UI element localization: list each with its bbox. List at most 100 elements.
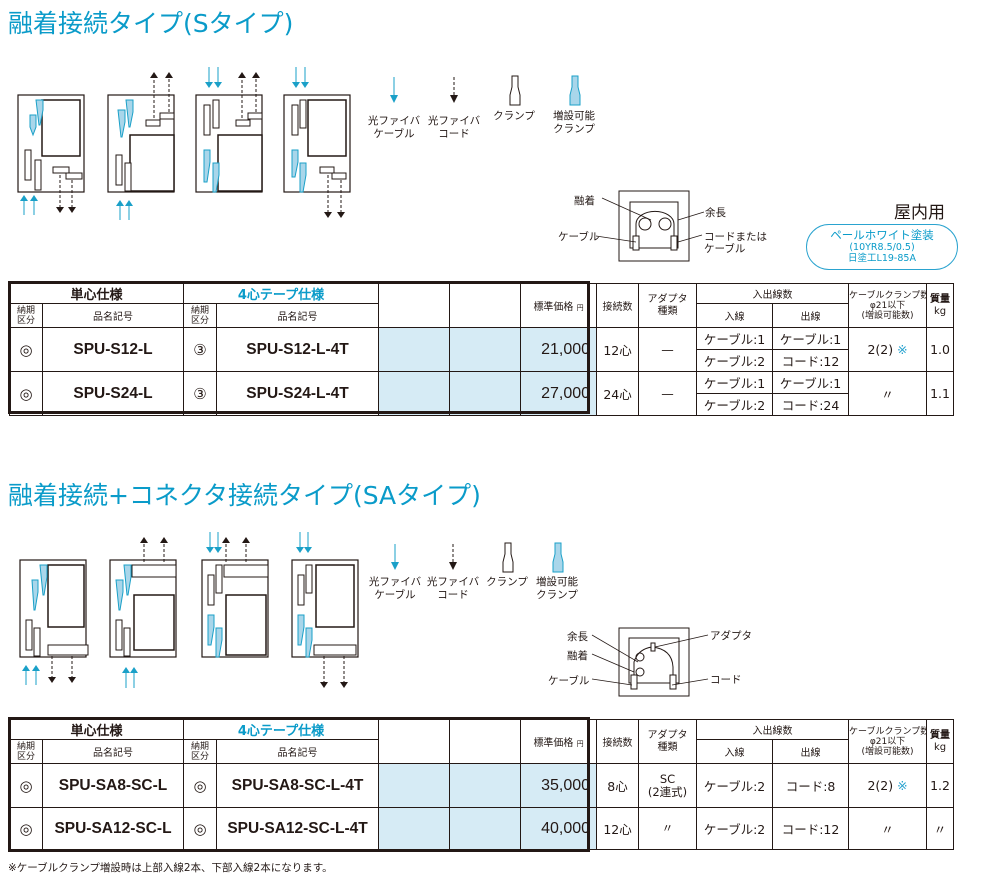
adapter-type: —	[638, 327, 698, 372]
sa-wiring-leader-lines	[591, 634, 709, 686]
adapter-type: 〃	[638, 807, 698, 850]
mass: 1.2	[926, 763, 955, 808]
header-mass-line2: kg	[933, 741, 947, 753]
connections: 8心	[596, 763, 640, 808]
header-delivery-line2: 区分	[16, 315, 35, 326]
clamp-value: 2(2)	[867, 778, 894, 793]
model-code: SPU-SA8-SC-L	[41, 763, 185, 808]
table-row: ケーブル:2 コード:24	[10, 393, 954, 416]
legend-label: クランプ	[553, 123, 595, 135]
legend-item-clamp: クランプ	[482, 542, 532, 632]
adapter-type: SC(2連式)	[638, 763, 698, 808]
header-clamp-line3: (増設可能数)	[861, 746, 914, 757]
header-single-spec: 単心仕様	[8, 283, 185, 304]
model-code: SPU-S12-L-4T	[216, 327, 380, 372]
mass: 1.1	[926, 371, 955, 416]
header-mass-line1: 質量	[930, 729, 951, 741]
header-inout: 入出線数	[696, 283, 850, 304]
paint-standard: 日塗工L19-85A	[848, 253, 916, 264]
connections: 24心	[596, 371, 640, 416]
s-wiring-leader-lines	[596, 197, 705, 243]
blank-cell	[378, 763, 451, 808]
usage-label: 屋内用	[894, 203, 945, 223]
price: 40,000	[520, 807, 598, 850]
header-in: 入線	[696, 303, 774, 328]
layout-diagram-4	[291, 532, 359, 688]
clamp-value: 〃	[881, 822, 894, 837]
in-line: ケーブル:2	[696, 763, 774, 808]
price: 35,000	[520, 763, 598, 808]
fiber-cable-arrow-icon	[391, 544, 399, 570]
sa-type-layout-diagrams	[19, 532, 359, 688]
header-blank	[378, 283, 451, 328]
legend-label: 増設可能	[536, 576, 578, 588]
legend-item-cable: 光ファイバケーブル	[366, 542, 424, 632]
header-connections: 接続数	[596, 283, 640, 328]
legend-label: クランプ	[493, 110, 535, 122]
sa-type-spec-table: 単心仕様 4心テープ仕様 標準価格 円 接続数 アダプタ種類 入出線数 ケーブル…	[8, 719, 955, 850]
model-code: SPU-S24-L	[41, 371, 185, 416]
fiber-cord-arrow-icon	[449, 544, 457, 570]
in-line: ケーブル:2	[696, 807, 774, 850]
header-delivery-line1: 納期	[191, 741, 210, 752]
delivery-mark: ◎	[9, 327, 43, 372]
fiber-cord-arrow-icon	[450, 77, 458, 103]
expandable-clamp-icon	[552, 542, 564, 573]
layout-diagram-2	[107, 72, 175, 220]
table-row: ◎ SPU-S12-L ③ SPU-S12-L-4T 21,000 12心 — …	[9, 327, 955, 372]
clamp-value: 2(2)	[867, 342, 894, 357]
note-mark: ※	[897, 778, 908, 793]
adapter-type: —	[638, 371, 698, 416]
paint-spec-badge: ペールホワイト塗装 (10YR8.5/0.5) 日塗工L19-85A	[806, 224, 958, 270]
header-adapter-line1: アダプタ	[647, 729, 688, 741]
adapter-type-line1: 〃	[661, 821, 674, 835]
layout-diagram-1	[19, 559, 89, 685]
legend-label: 光ファイバ	[367, 115, 421, 127]
legend-label: ケーブル	[373, 128, 415, 140]
note-mark: ※	[897, 342, 908, 357]
layout-diagram-1	[17, 94, 85, 215]
fiber-cable-arrow-icon	[390, 77, 398, 103]
header-delivery: 納期区分	[9, 739, 43, 764]
layout-diagram-3	[201, 532, 269, 658]
clamp-count: 2(2) ※	[848, 327, 928, 372]
header-price-label: 標準価格	[533, 302, 574, 313]
legend-item-cord: 光ファイバコード	[424, 542, 482, 632]
delivery-mark: ③	[183, 327, 218, 372]
header-adapter-line2: 種類	[657, 305, 678, 317]
layout-diagram-2	[109, 537, 177, 688]
header-delivery-line2: 区分	[191, 751, 210, 762]
price: 21,000	[520, 327, 598, 372]
header-tape-spec: 4心テープ仕様	[183, 719, 380, 740]
header-clamp-line2: φ21以下	[869, 300, 906, 311]
in-line: ケーブル:2	[696, 349, 774, 372]
legend-item-expandable-clamp: 増設可能クランプ	[544, 75, 604, 165]
header-out: 出線	[772, 303, 850, 328]
header-price-label: 標準価格	[533, 738, 574, 749]
in-line: ケーブル:2	[696, 393, 774, 416]
section-title-sa-type: 融着接続+コネクタ接続タイプ(SAタイプ)	[8, 481, 481, 510]
blank-cell	[378, 371, 451, 416]
label-adapter: アダプタ	[710, 630, 752, 642]
legend-label: 光ファイバ	[426, 576, 480, 588]
adapter-type-line1: SC	[659, 771, 676, 786]
header-connections: 接続数	[596, 719, 640, 764]
expandable-clamp-icon	[569, 75, 581, 106]
table-row: ◎ SPU-SA8-SC-L ◎ SPU-SA8-SC-L-4T 35,000 …	[9, 763, 955, 808]
legend-item-cord: 光ファイバコード	[424, 75, 484, 165]
blank-cell	[378, 327, 451, 372]
connections: 12心	[596, 807, 640, 850]
label-cable: ケーブル	[558, 231, 600, 243]
header-delivery: 納期区分	[183, 303, 218, 328]
legend-label: ケーブル	[374, 589, 416, 601]
table-row: ◎ SPU-SA12-SC-L ◎ SPU-SA12-SC-L-4T 40,00…	[9, 807, 955, 850]
model-code: SPU-SA8-SC-L-4T	[216, 763, 380, 808]
header-clamp-line1: ケーブルクランプ数	[849, 290, 927, 301]
legend-label: コード	[438, 128, 470, 140]
out-line: コード:12	[772, 807, 850, 850]
blank-cell	[378, 807, 451, 850]
header-blank	[449, 283, 522, 328]
delivery-mark: ◎	[9, 371, 43, 416]
delivery-mark: ③	[183, 371, 218, 416]
